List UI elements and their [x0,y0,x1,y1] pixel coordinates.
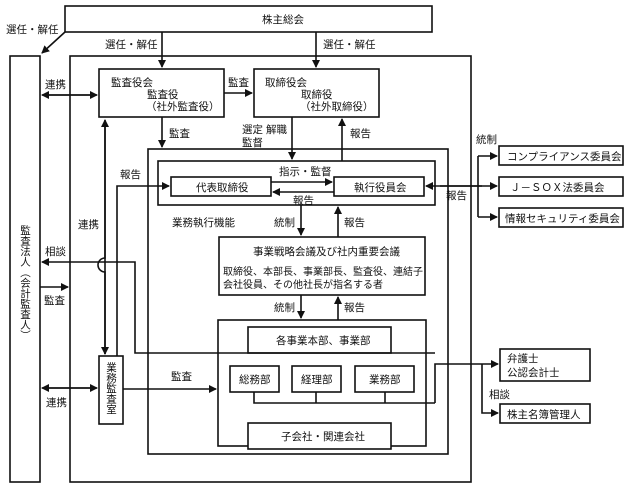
strategy-meeting-line2: 会社役員、その他社長が指名する者 [223,278,383,291]
general-affairs-label: 総務部 [239,373,271,386]
audit-board-line2: （社外監査役） [146,100,220,113]
label-consult-left: 相談 [45,245,66,258]
internal-audit-box[interactable] [98,355,124,425]
label-audit-arrow: 監査 [228,76,249,89]
audit-firm-box[interactable] [9,55,41,483]
ceo-label: 代表取締役 [196,181,249,194]
internal-audit-label: 業務監査室 [105,361,117,414]
label-control-committees: 統制 [476,133,497,146]
divisions-box[interactable] [247,326,392,354]
accounting-box[interactable] [291,365,342,393]
label-instruct: 指示・監督 [279,165,332,178]
label-appoint-audit: 選任・解任 [105,38,158,51]
lawyers-box[interactable] [499,348,591,382]
board-line1: 取締役 [301,88,333,101]
subsidiaries-box[interactable] [247,422,392,450]
compliance-label: コンプライアンス委員会 [507,150,622,163]
company-frame [69,55,472,483]
infosec-box[interactable] [498,207,624,228]
strategy-meeting-title: 事業戦略会議及び社内重要会議 [253,245,400,258]
board-box[interactable] [253,68,380,118]
audit-board-title: 監査役会 [111,76,153,89]
label-select: 選定 [242,123,263,136]
label-audit-divisions: 監査 [171,370,192,383]
label-control-2: 統制 [274,301,295,314]
shareholders-box[interactable] [64,5,433,33]
label-report-committees: 報告 [446,189,467,202]
label-coop-mid: 連携 [78,218,99,231]
label-appoint-left: 選任・解任 [6,23,59,36]
arrow-coop-mid [97,119,109,354]
strategy-meeting-line1: 取締役、本部長、事業部長、監査役、連結子 [223,265,423,278]
audit-firm-label: 監査法人（会計監査人） [19,224,31,340]
label-report-board: 報告 [350,127,371,140]
ceo-box[interactable] [170,176,272,197]
label-appoint-board: 選任・解任 [323,38,376,51]
accounting-label: 経理部 [301,373,333,386]
strategy-meeting-box[interactable] [218,236,426,296]
label-control-1: 統制 [274,216,295,229]
arrow-to-registrar [481,364,499,417]
label-report-1: 報告 [344,216,365,229]
operations-label: 業務部 [369,373,401,386]
label-report-2: 報告 [344,301,365,314]
audit-board-line1: 監査役 [147,88,179,101]
label-dismiss: 解職 [266,123,287,136]
label-audit-down: 監査 [169,127,190,140]
jsox-box[interactable] [498,176,624,197]
registrar-box[interactable] [499,403,591,424]
execution-frame [147,148,449,455]
divisions-label: 各事業本部、事業部 [276,334,371,347]
board-line2: （社外取締役） [300,100,374,113]
jsox-label: Ｊ－ＳＯＸ法委員会 [510,181,605,194]
label-consult-right: 相談 [489,388,510,401]
exec-function-label: 業務執行機能 [172,216,235,229]
dept-bus [253,392,435,404]
management-frame [157,160,436,206]
label-audit-left: 監査 [44,294,65,307]
arrow-to-lawyers [434,360,499,403]
compliance-box[interactable] [498,145,624,166]
label-coop-top: 連携 [45,78,66,91]
arrow-consult-left [41,258,435,354]
label-coop-bottom: 連携 [46,396,67,409]
exec-committee-box[interactable] [333,176,425,197]
shareholders-label: 株主総会 [262,13,304,26]
arrow-appoint-audit-firm [41,31,66,54]
label-supervise: 監督 [242,136,263,149]
label-report-exec: 報告 [293,194,314,207]
lawyers-line1: 弁護士 [507,352,539,365]
subsidiaries-label: 子会社・関連会社 [281,430,365,443]
label-report-ceo: 報告 [120,168,141,181]
arrow-report-ceo [116,182,170,356]
lawyers-line2: 公認会計士 [507,366,560,379]
exec-committee-label: 執行役員会 [354,181,407,194]
registrar-label: 株主名簿管理人 [507,408,581,421]
infosec-label: 情報セキュリティ委員会 [505,212,620,225]
board-title: 取締役会 [265,76,307,89]
